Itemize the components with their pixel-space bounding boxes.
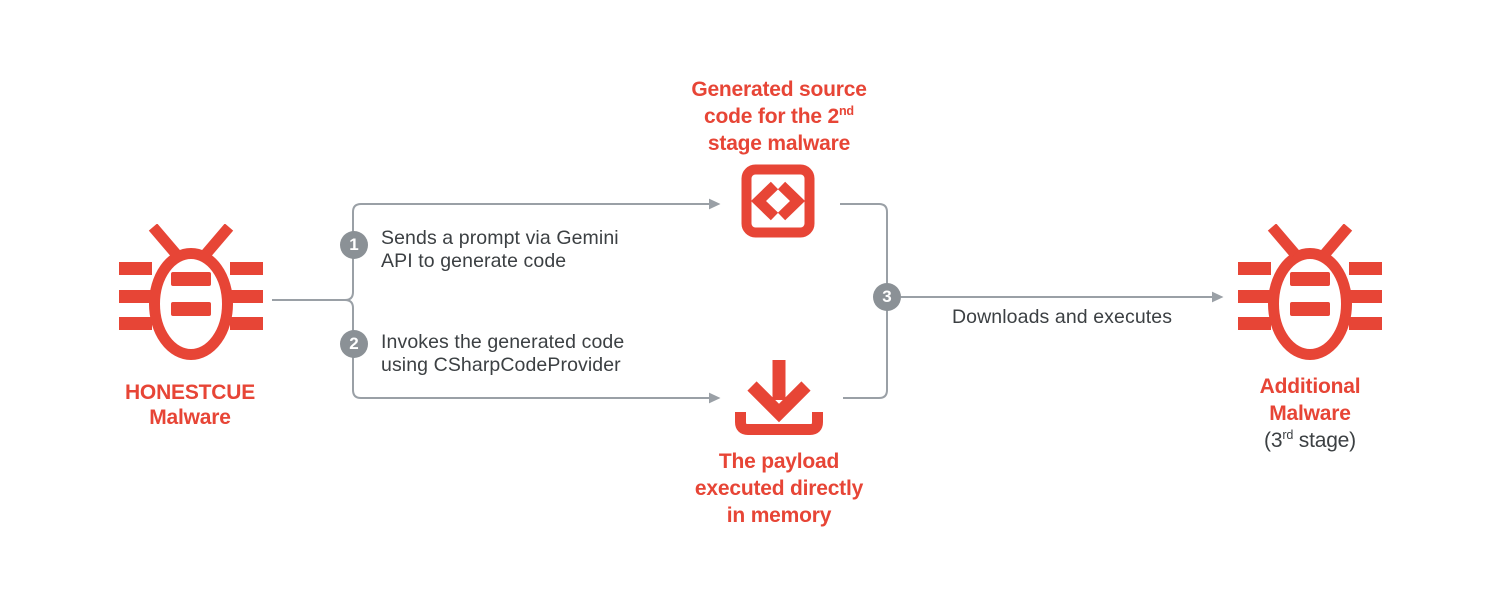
right-node-stage: (3rd stage) [1264,428,1356,452]
code-brackets-icon [741,164,815,238]
payload-line3: in memory [726,504,832,527]
generated-code-line2: code for the 2nd [704,104,854,128]
superscript-nd: nd [838,104,854,118]
branch-2-arrowhead [709,392,721,404]
generated-code-line3: stage malware [707,132,851,155]
right-node-line1: Additional [1259,375,1361,398]
payload-label: The payload executed directly in memory [629,448,929,529]
download-icon [735,360,823,435]
step-3-label: Downloads and executes [952,306,1173,328]
step-2-label: Invokes the generated code using CSharpC… [381,331,625,376]
step-1-label: Sends a prompt via Gemini API to generat… [381,227,619,272]
generated-code-line1: Generated source [691,78,867,101]
branch-3-arrowhead [1212,291,1224,303]
step-3-badge: 3 [873,283,901,311]
superscript-rd: rd [1282,428,1294,442]
payload-line1: The payload [718,450,840,473]
left-node-line2: Malware [149,406,231,429]
generated-code-label: Generated source code for the 2nd stage … [629,76,929,157]
right-node-label: Additional Malware (3rd stage) [1210,373,1410,454]
right-node-line2: Malware [1269,402,1351,425]
step-2-badge: 2 [340,330,368,358]
bug-icon [1238,224,1382,361]
bug-icon [119,224,263,361]
left-node-label: HONESTCUE Malware [90,380,290,430]
step-1-badge: 1 [340,231,368,259]
left-node-line1: HONESTCUE [124,381,256,404]
payload-line2: executed directly [694,477,864,500]
branch-1-arrowhead [709,198,721,210]
